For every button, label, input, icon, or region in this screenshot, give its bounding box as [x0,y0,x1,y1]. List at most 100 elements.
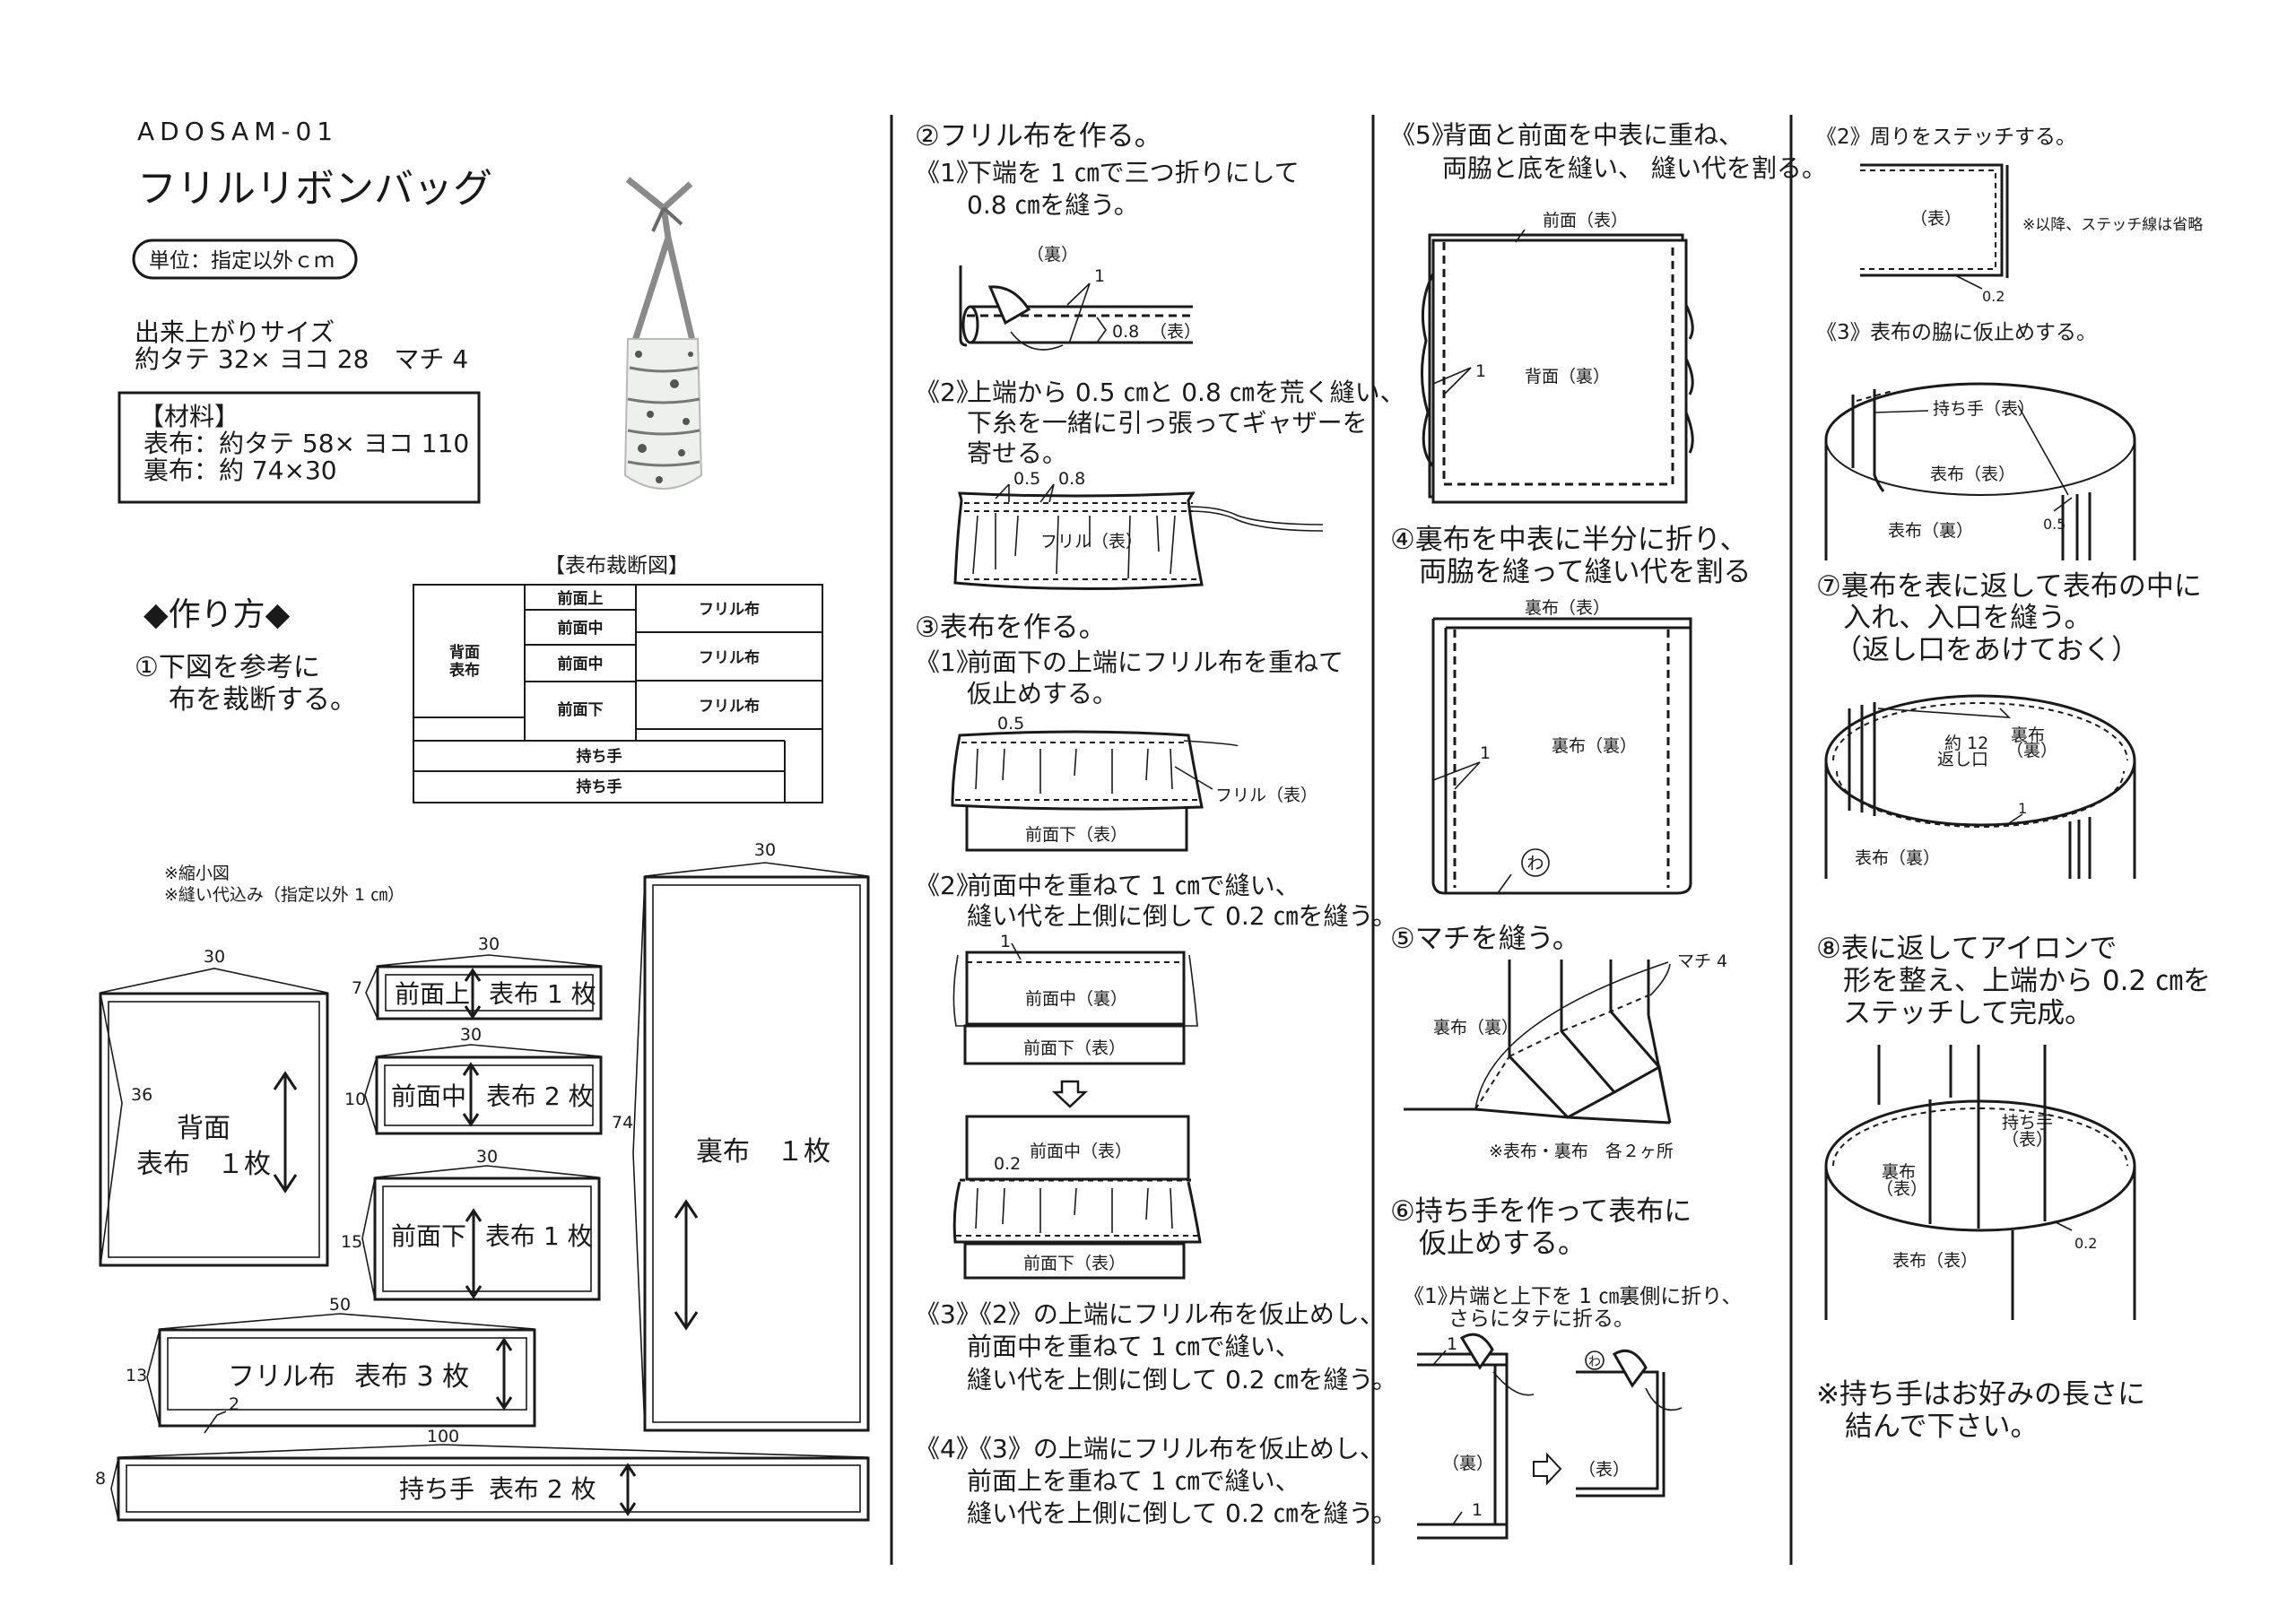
fig-3-2-bottom-label: 前面下（表） [1023,1038,1126,1058]
frill-name: フリル布 [228,1361,335,1393]
fig-frill-on-front-bottom [951,730,1239,852]
fig-cyl2-lining-2: （裏） [2006,741,2057,760]
fig-handle-fold-label: わ [1588,1355,1601,1369]
back-name: 背面 [177,1113,230,1144]
frill-hem: 2 [229,1394,239,1414]
fig-handle-fold [1417,1333,1683,1540]
front-top-height: 7 [352,978,362,998]
cutting-layout-diagram [413,584,823,803]
fig-triple-fold-dim-2: 0.8 [1112,322,1139,342]
fig-mid-on-bottom-right-side [952,1115,1202,1280]
step3-sub5-line-2: 両脇と底を縫い、 縫い代を割る。 [1442,153,1827,183]
layout-back-2: 表布 [449,661,480,680]
step3-sub4-line-1: 《3》の上端にフリル布を仮止めし、 [967,1434,1385,1463]
step6-sub1-num: 《1》 [1404,1285,1458,1308]
layout-frill-1: フリル布 [699,600,760,619]
fig-cyl1-handle-label: 持ち手（表） [1933,399,2035,419]
fig-gusset [1404,960,1672,1125]
fig-3-1-frill-label: フリル（表） [1215,786,1318,805]
step2-sub2-line-1: 上端から 0.5 ㎝と 0.8 ㎝を荒く縫い、 [967,378,1405,407]
fig-cyl3-handle-2: （表） [2002,1130,2053,1150]
front-top-width: 30 [478,934,500,954]
front-mid-name: 前面中 [391,1081,466,1111]
handle-name: 持ち手 [399,1474,474,1504]
pattern-piece-lining [632,862,870,1432]
step1-line-2: 布を裁断する。 [169,684,357,716]
step4-line-1: ④裏布を中表に半分に折り、 [1390,524,1748,556]
iron-icon [987,285,1031,326]
step7-line-3: （返し口をあけておく） [1834,634,2139,666]
grainline-arrow-icon [273,1071,298,1194]
layout-frill-3: フリル布 [699,697,760,716]
fig-gather-dim-1: 0.5 [1013,469,1040,489]
step3-sub3-line-3: 縫い代を上側に倒して 0.2 ㎝を縫う。 [967,1365,1397,1394]
step8-line-3: ステッチして完成。 [1843,997,2092,1029]
pattern-piece-front-mid [364,1044,603,1135]
step2-sub1-line-1: 下端を 1 ㎝で三つ折りにして [967,158,1300,187]
fig-triple-fold-dim-1: 1 [1094,266,1105,286]
right-arrow-icon [1533,1452,1562,1486]
layout-back-1: 背面 [449,643,480,662]
fig-sew-front-back [1421,229,1694,504]
pattern-piece-handle [110,1444,870,1522]
front-top-qty: 表布 1 枚 [489,979,596,1009]
fig-lining-fold [1431,617,1692,895]
materials-heading: 【材料】 [139,402,239,431]
step2-sub2-line-2: 下糸を一緒に引っ張ってギャザーを [967,408,1368,438]
step3-sub4-num: 《4》 [915,1434,981,1463]
handle-width: 100 [427,1427,459,1446]
fold-mark-icon [1585,1350,1605,1370]
step2-sub2-num: 《2》 [915,378,981,407]
fig-stitch-note: ※以降、ステッチ線は省略 [2022,216,2203,234]
pattern-note-2: ※縫い代込み（指定以外 1 ㎝） [164,885,404,905]
iron-icon [1612,1349,1648,1388]
step3-sub1-line-1: 前面下の上端にフリル布を重ねて [967,647,1344,677]
step2-heading: ②フリル布を作る。 [915,120,1162,152]
fig-5-front-label: 前面（表） [1543,211,1628,230]
step6-sub1-line-2: さらにタテに折る。 [1448,1307,1634,1331]
back-width: 30 [204,947,225,967]
step6-sub1-line-1: 片端と上下を 1 ㎝裏側に折り、 [1448,1285,1742,1308]
fig-stitch-front-label: （表） [1910,209,1961,229]
fig-cyl3-dim: 0.2 [2074,1235,2097,1252]
front-bottom-height: 15 [341,1232,362,1252]
fold-mark-icon [1521,848,1550,877]
fig-cylinder-finished [1824,1045,2136,1320]
fig-cyl1-outer-back-label: 表布（裏） [1888,521,1973,541]
step2-sub2-line-3: 寄せる。 [967,439,1067,468]
fig-handle-front-label: （表） [1578,1460,1630,1480]
pattern-piece-front-bottom [361,1165,601,1301]
lining-qty: １枚 [777,1136,831,1168]
step5-heading: ⑤マチを縫う。 [1390,923,1580,955]
step3-sub2-line-1: 前面中を重ねて 1 ㎝で縫い、 [967,871,1300,900]
pattern-piece-front-top [365,954,603,1020]
fig-5-back-label: 背面（裏） [1525,367,1610,386]
fig-cyl3-lining-1: 裏布 [1882,1162,1916,1182]
fig-cyl3-lining-2: （表） [1876,1179,1927,1199]
step6-sub3-num: 《3》 [1816,321,1871,344]
bag-photo [623,177,703,490]
front-mid-height: 10 [344,1090,366,1109]
fig-3-2-mid-label: 前面中（裏） [1025,989,1127,1009]
fig-3-1-bottom-label: 前面下（表） [1025,825,1127,845]
fig-3-2-dim: 1 [1000,932,1011,951]
fig-stitch-dim: 0.2 [1982,288,2005,305]
step3-heading: ③表布を作る。 [915,612,1107,644]
fig-4-outer-label: 裏布（表） [1525,598,1610,618]
layout-handle-1: 持ち手 [577,747,622,766]
layout-front-mid-2: 前面中 [558,655,604,673]
back-height: 36 [131,1085,152,1105]
step6-sub2-num: 《2》 [1816,126,1871,149]
layout-front-mid-1: 前面中 [558,619,604,638]
fig-gusset-width-label: マチ 4 [1677,951,1727,971]
fig-5-dim: 1 [1475,361,1486,381]
step3-sub3-line-2: 前面中を重ねて 1 ㎝で縫い、 [967,1332,1300,1361]
fig-handle-dim-1: 1 [1447,1334,1457,1354]
fig-gusset-lining-label: 裏布（裏） [1433,1018,1518,1038]
step3-sub4-line-3: 縫い代を上側に倒して 0.2 ㎝を縫う。 [967,1498,1397,1528]
fig-3-3-dim: 0.2 [994,1154,1021,1174]
step8-line-1: ⑧表に返してアイロンで [1816,933,2117,965]
iron-icon [1459,1333,1494,1370]
step3-sub5-line-1: 背面と前面を中表に重ね、 [1442,120,1744,150]
